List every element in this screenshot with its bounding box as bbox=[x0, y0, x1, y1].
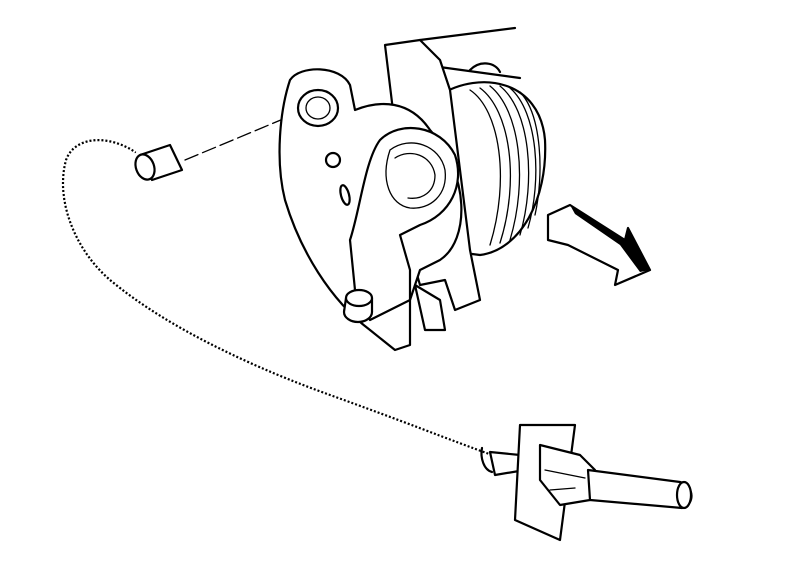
cable-end-cap bbox=[134, 111, 301, 182]
cable-connector bbox=[480, 423, 693, 542]
bracket-assembly bbox=[278, 38, 482, 352]
direction-arrow bbox=[546, 203, 652, 287]
cable bbox=[61, 138, 494, 457]
